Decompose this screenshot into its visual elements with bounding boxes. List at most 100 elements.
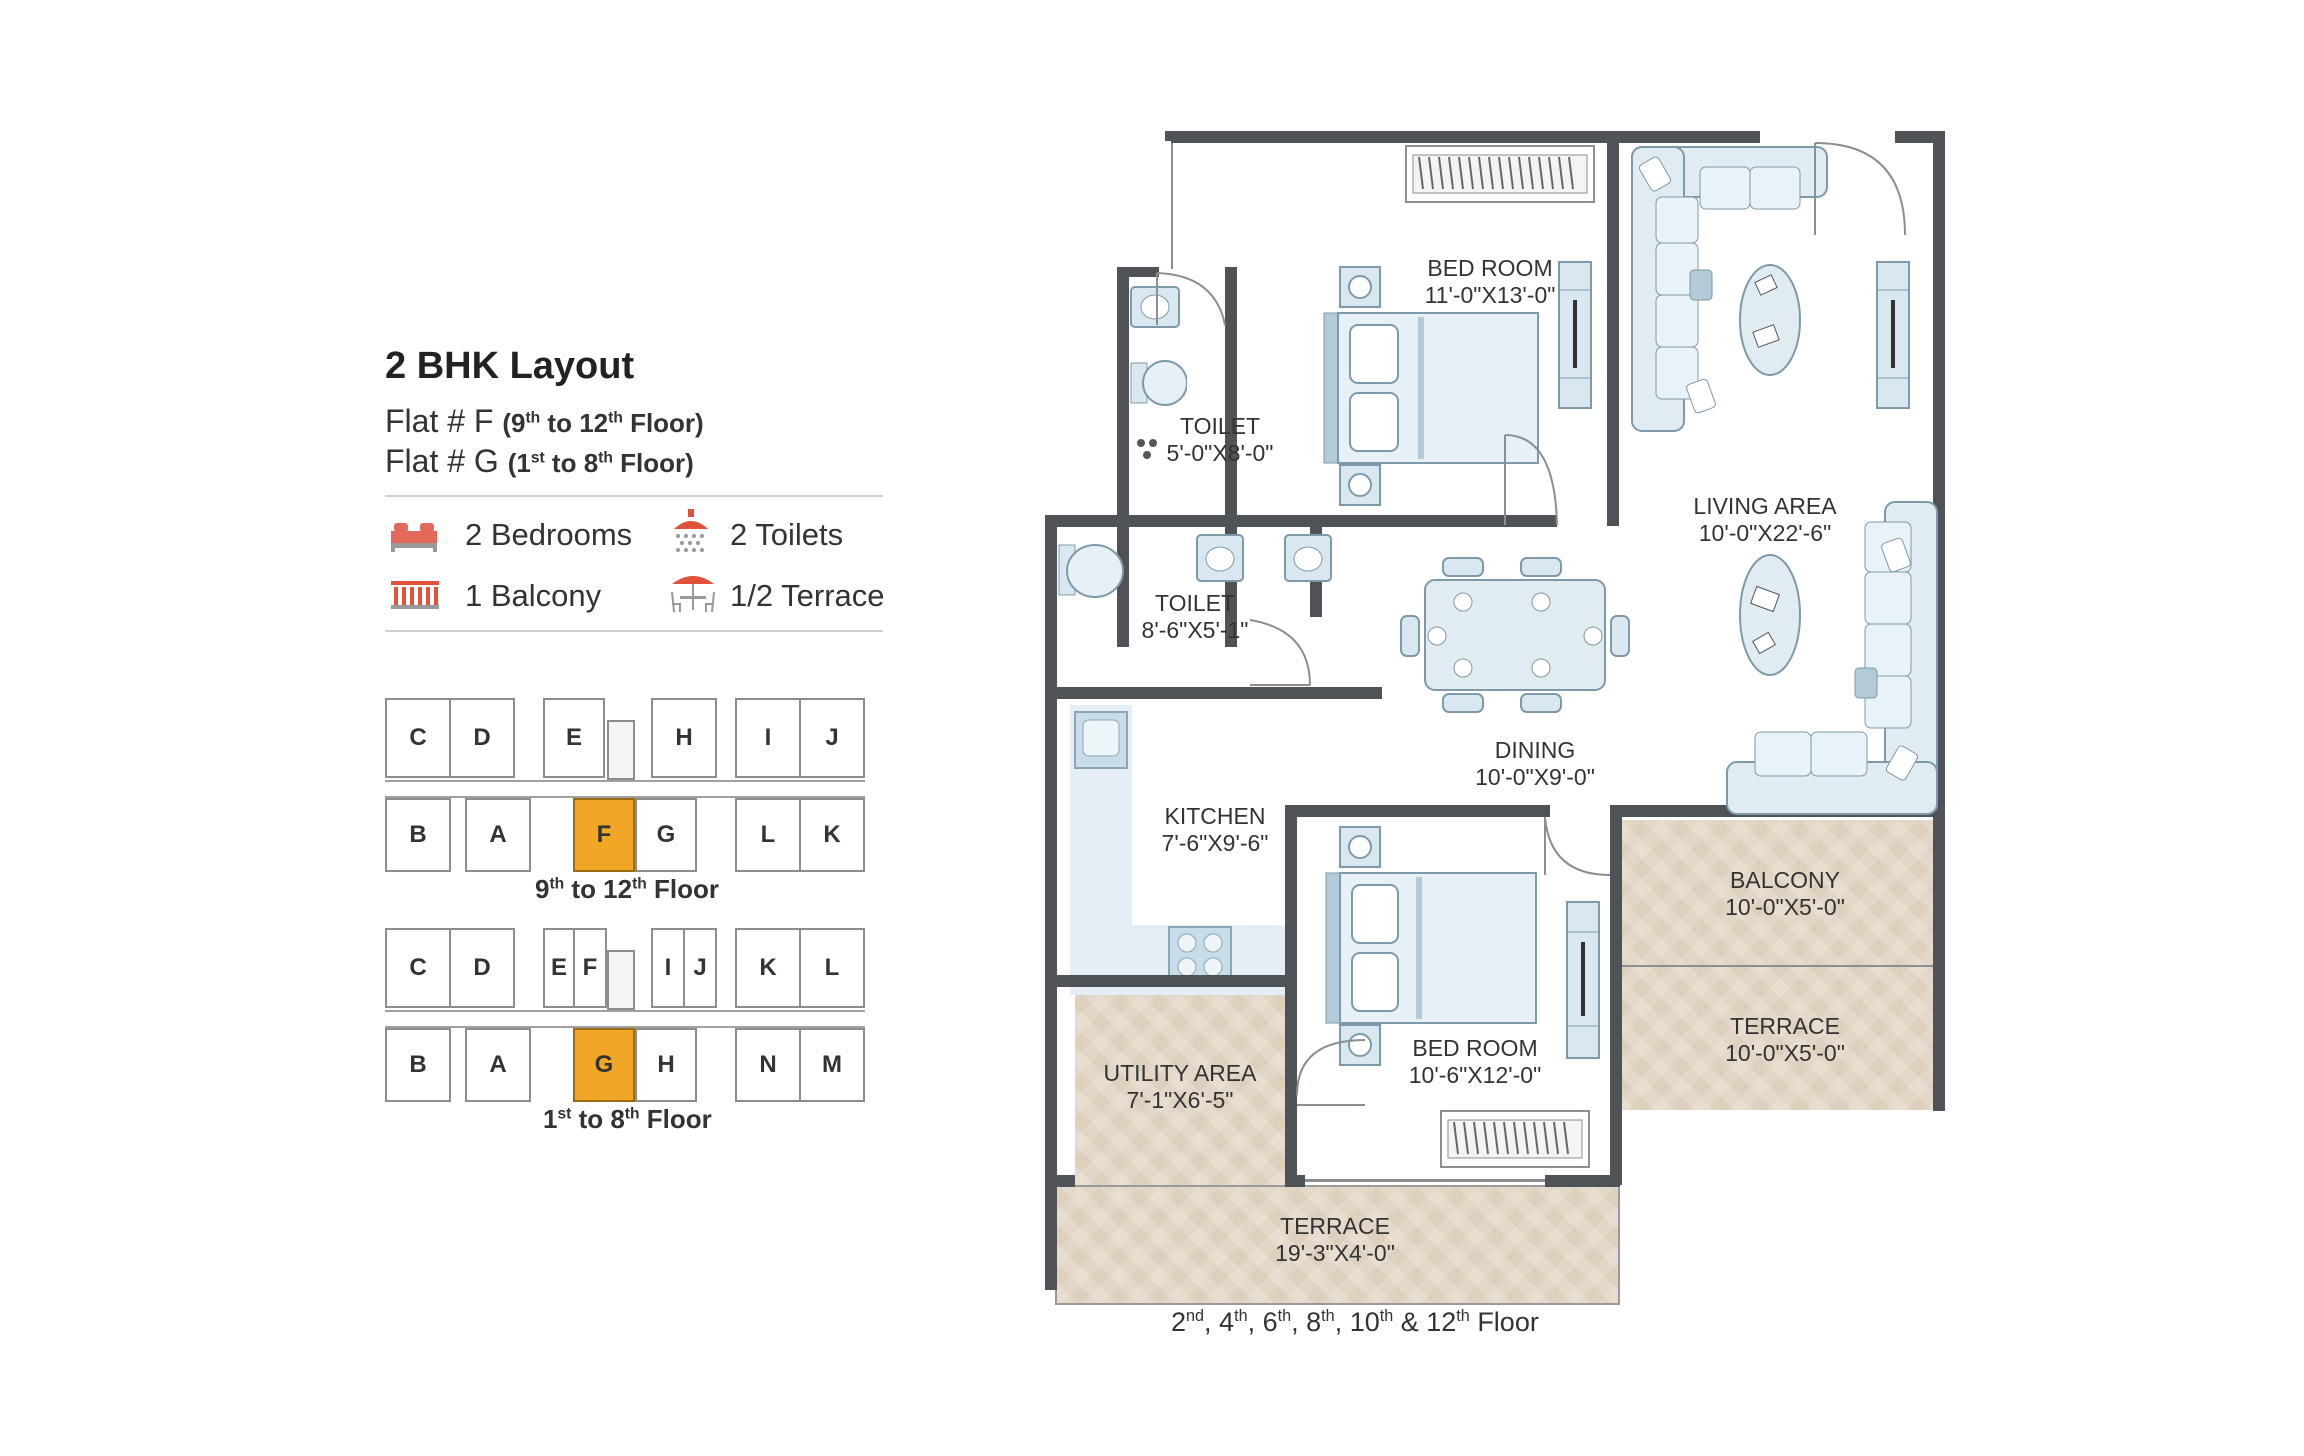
unit-g: G: [635, 798, 697, 872]
layout-title: 2 BHK Layout: [385, 345, 635, 387]
wall-bed1-bottom: [1225, 515, 1557, 527]
wall-bed2-bottom-right: [1545, 1175, 1620, 1187]
toilet2-basins: [1196, 534, 1332, 582]
stair-core: [607, 720, 635, 780]
unit-d: D: [449, 698, 515, 778]
unit-a: A: [465, 1028, 531, 1102]
wall-toilet1-top: [1117, 267, 1159, 277]
wall-toilet1-left: [1117, 267, 1129, 647]
tv-unit-bed2: [1566, 901, 1600, 1059]
unit-d: D: [449, 928, 515, 1008]
toilet2-wc: [1058, 544, 1124, 598]
unit-b: B: [385, 1028, 451, 1102]
wardrobe-bed1: [1405, 145, 1595, 203]
unit-g-highlighted: G: [573, 1028, 635, 1102]
bedrooms-count: 2 Bedrooms: [465, 517, 633, 552]
wall-toilet2-top: [1045, 515, 1237, 527]
wall-toilet2-bottom: [1045, 687, 1325, 699]
tv-unit-living: [1876, 261, 1910, 409]
utility-area-floor: [1075, 995, 1285, 1185]
wall-top-left: [1171, 131, 1656, 143]
keyplan-upper: C D E H I J B A F G L K 9th to 12th Floo…: [385, 698, 885, 908]
double-bed-2: [1325, 826, 1537, 1066]
flat-g-floors: (1st to 8th Floor): [507, 448, 694, 478]
kitchen-sink-icon: [1074, 711, 1128, 769]
wall-right: [1933, 131, 1945, 1111]
bottom-terrace-floor: [1055, 1185, 1620, 1305]
flat-f-line: Flat # F (9th to 12th Floor): [385, 403, 704, 440]
unit-c: C: [385, 698, 451, 778]
unit-m: M: [799, 1028, 865, 1102]
unit-n: N: [735, 1028, 801, 1102]
wall-left-outer: [1045, 515, 1057, 1290]
shower-icon: [674, 509, 708, 552]
divider-bottom: [385, 630, 883, 632]
balcony-count: 1 Balcony: [465, 578, 602, 613]
keyplan-lower-caption: 1st to 8th Floor: [543, 1104, 712, 1134]
corridor: [385, 1010, 865, 1028]
unit-c: C: [385, 928, 451, 1008]
wall-top-right: [1645, 131, 1760, 143]
unit-h: H: [651, 698, 717, 778]
wall-kitchen-bed2: [1285, 805, 1297, 1185]
keyplan-lower: C D E F I J K L B A G H N M 1st to 8th F…: [385, 928, 885, 1138]
stair-core: [607, 950, 635, 1010]
balcony-icon: [391, 581, 439, 609]
l-sofa-bottom: [1726, 501, 1938, 815]
bed-icon: [391, 523, 437, 552]
wall-bed2-top: [1285, 805, 1550, 817]
coffee-table-top: [1739, 264, 1801, 376]
wall-utility-bottom: [1045, 1175, 1075, 1187]
unit-j: J: [799, 698, 865, 778]
unit-h: H: [635, 1028, 697, 1102]
window-left-bedroom: [1171, 139, 1173, 269]
unit-l: L: [735, 798, 801, 872]
double-bed-1: [1323, 266, 1539, 506]
unit-i: I: [651, 928, 685, 1008]
unit-f: F: [573, 928, 607, 1008]
terrace-count: 1/2 Terrace: [730, 578, 885, 613]
wall: [1165, 131, 1175, 141]
hob-icon: [1168, 926, 1232, 984]
door-swings: [1156, 142, 1906, 1106]
unit-a: A: [465, 798, 531, 872]
unit-f-highlighted: F: [573, 798, 635, 872]
unit-e: E: [543, 698, 605, 778]
toilets-count: 2 Toilets: [730, 517, 844, 552]
unit-j: J: [683, 928, 717, 1008]
unit-k: K: [735, 928, 801, 1008]
unit-l: L: [799, 928, 865, 1008]
flat-g-line: Flat # G (1st to 8th Floor): [385, 443, 694, 480]
wall-bed2-bottom-left: [1285, 1175, 1305, 1187]
flat-f-label: Flat # F: [385, 403, 494, 439]
wall-bed2-right: [1610, 805, 1622, 1185]
unit-e: E: [543, 928, 575, 1008]
balcony-divider: [1615, 965, 1945, 967]
unit-b: B: [385, 798, 451, 872]
floor-applicability-caption: 2nd, 4th, 6th, 8th, 10th & 12th Floor: [1171, 1307, 1539, 1337]
coffee-table-bottom: [1739, 554, 1801, 676]
flat-f-floors: (9th to 12th Floor): [502, 408, 704, 438]
corridor: [385, 780, 865, 798]
tv-unit-bed1: [1558, 261, 1592, 409]
unit-i: I: [735, 698, 801, 778]
flat-g-label: Flat # G: [385, 443, 499, 479]
keyplan-upper-caption: 9th to 12th Floor: [535, 874, 720, 904]
wall-bed1-living: [1607, 131, 1619, 526]
divider-top: [385, 495, 883, 497]
l-sofa-top: [1631, 146, 1828, 432]
dining-table: [1400, 557, 1630, 713]
window-bed2: [1305, 1179, 1545, 1182]
wall-top-corner: [1895, 131, 1945, 143]
wardrobe-bed2: [1440, 1110, 1590, 1168]
